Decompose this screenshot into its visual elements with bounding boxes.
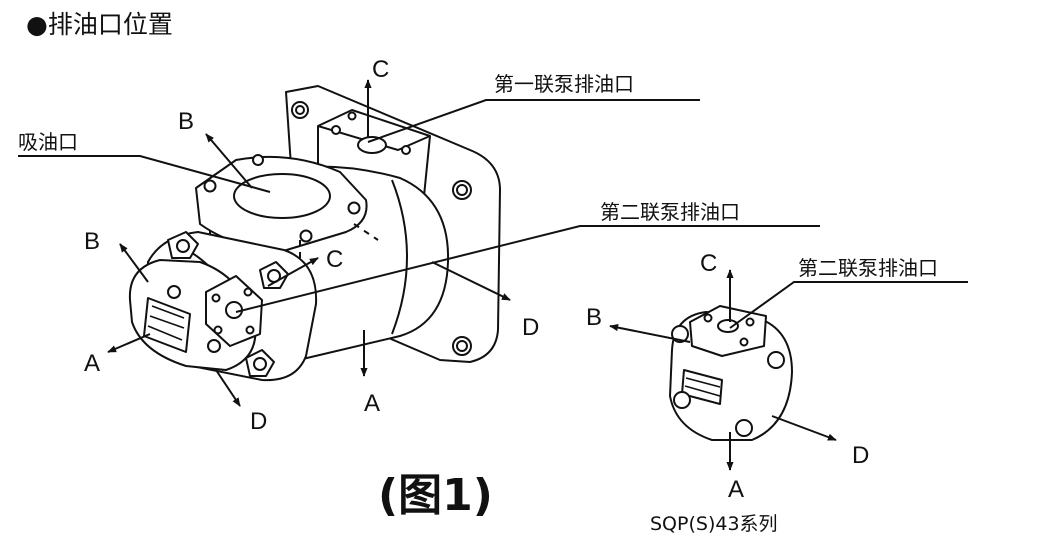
dir-label-c: C	[372, 56, 390, 83]
arrow-c-front	[267, 257, 319, 287]
arrow-b-suction	[205, 133, 253, 189]
dir-label-c: C	[326, 246, 344, 273]
label-first-pump-discharge: 第一联泵排油口	[494, 72, 634, 96]
arrow-b-small	[609, 324, 691, 343]
arrow-d-small	[771, 415, 837, 441]
dir-label-a: A	[364, 390, 381, 417]
arrow-b-front	[119, 243, 149, 283]
dir-label-d: D	[250, 408, 268, 435]
label-second-pump-discharge: 第二联泵排油口	[600, 200, 740, 224]
dir-label-d: D	[522, 314, 540, 341]
suction-port	[233, 173, 331, 219]
page-title: ●排油口位置	[26, 10, 173, 39]
dir-label-b: B	[178, 108, 195, 135]
dir-label-a: A	[728, 476, 745, 503]
label-suction-port: 吸油口	[18, 130, 78, 154]
series-label: SQP(S)43系列	[650, 513, 778, 535]
dir-label-b: B	[586, 304, 603, 331]
dir-label-d: D	[852, 442, 870, 469]
dir-label-a: A	[84, 350, 101, 377]
leader-suction	[18, 155, 271, 193]
second-discharge-port	[225, 301, 243, 319]
leader-second-discharge-small	[729, 281, 968, 329]
first-discharge-port	[357, 136, 387, 154]
small-pump-discharge-port	[717, 319, 739, 333]
arrow-a-front	[107, 333, 151, 353]
dir-label-c: C	[700, 250, 718, 277]
arrow-d-front	[215, 369, 241, 407]
label-second-pump-discharge-small: 第二联泵排油口	[798, 256, 938, 280]
arrow-d-body	[431, 261, 511, 301]
dir-label-b: B	[84, 228, 101, 255]
figure-label: (图1)	[378, 470, 493, 521]
leader-second-discharge	[235, 225, 820, 313]
small-pump-coupling	[681, 369, 723, 405]
leader-first-discharge	[367, 99, 700, 143]
